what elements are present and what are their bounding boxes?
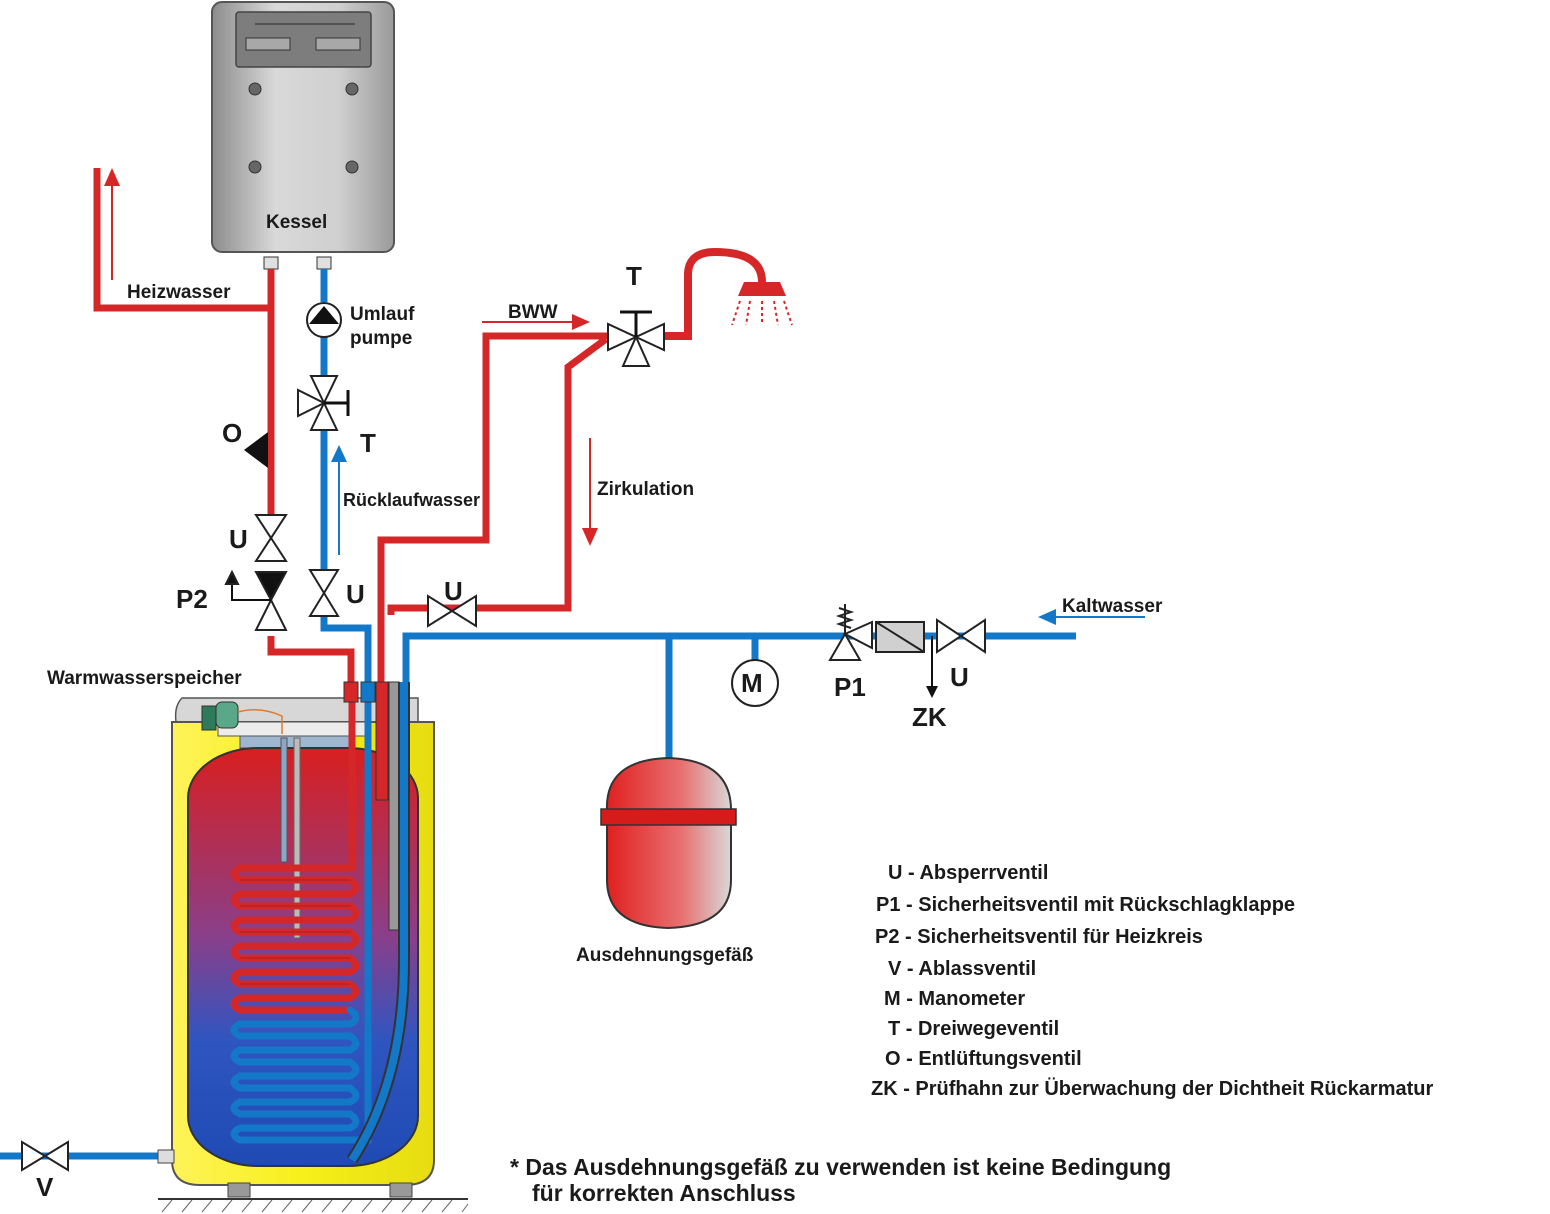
boiler-label: Kessel [266,212,327,233]
safety-valve-p1-icon [828,604,873,661]
pump-label-line2: pumpe [350,328,412,349]
test-cock-arrow-icon [926,636,938,698]
return-arrow-icon [331,445,347,555]
return-water-label: Rücklaufwasser [343,490,480,510]
vent-valve-icon [244,432,268,468]
valve-u-circulation-icon [427,594,477,628]
bww-arrow-icon [482,314,590,330]
valve-u-supply-label: U [229,524,248,554]
valve-u-return-label: U [346,579,365,609]
valve-u-supply-icon [254,514,288,562]
footnote-line1: * Das Ausdehnungsgefäß zu verwenden ist … [510,1154,1171,1180]
pump-label-line1: Umlauf [350,304,415,325]
shower-pipe [662,247,766,340]
legend-item: U - Absperrventil [888,862,1048,884]
legend-item: T - Dreiwegeventil [888,1018,1059,1040]
valve-p2-label: P2 [176,584,208,614]
pump-icon [306,302,342,338]
valve-t-return-label: T [360,428,376,458]
backflow-preventer-icon [875,621,925,653]
bww-label: BWW [508,302,558,323]
legend-item: O - Entlüftungsventil [885,1048,1082,1070]
legend-item: P1 - Sicherheitsventil mit Rückschlagkla… [876,894,1295,916]
heating-arrow-icon [104,168,120,280]
drain-valve-icon [21,1140,69,1172]
cold-water-label: Kaltwasser [1062,596,1163,617]
valve-t-shower-icon [607,310,665,367]
legend-item: M - Manometer [884,988,1025,1010]
circulation-arrow-icon [582,438,598,546]
legend-item: P2 - Sicherheitsventil für Heizkreis [875,926,1203,948]
valve-u-cold-label: U [950,662,969,692]
valve-u-cold-icon [936,618,986,654]
cold-water-arrow-icon [1038,609,1145,625]
footnote-line2: für korrekten Anschluss [532,1180,796,1206]
shower-head-icon [731,282,793,326]
valve-t-return-icon [297,375,350,431]
expansion-vessel-label: Ausdehnungsgefäß [576,945,754,966]
expansion-vessel [600,756,737,930]
boiler [211,1,395,270]
legend-item: ZK - Prüfhahn zur Überwachung der Dichth… [871,1077,1434,1100]
tank-nozzles [343,681,410,1164]
manometer-icon [731,659,779,707]
legend: U - Absperrventil P1 - Sicherheitsventil… [871,862,1434,1100]
drain-valve-label: V [36,1172,54,1202]
circulation-label: Zirkulation [597,479,694,500]
tank-label: Warmwasserspeicher [47,668,242,689]
legend-item: V - Ablassventil [888,958,1036,980]
valve-p2-icon [224,569,288,631]
heating-water-label: Heizwasser [127,282,231,303]
valve-u-return-icon [308,569,340,617]
manometer-label: M [741,668,763,698]
valve-u-circulation-label: U [444,576,463,606]
valve-p1-label: P1 [834,672,866,702]
valve-t-shower-label: T [626,261,642,291]
heating-coil [230,682,372,1144]
test-cock-label: ZK [912,702,947,732]
valve-o-label: O [222,418,242,448]
